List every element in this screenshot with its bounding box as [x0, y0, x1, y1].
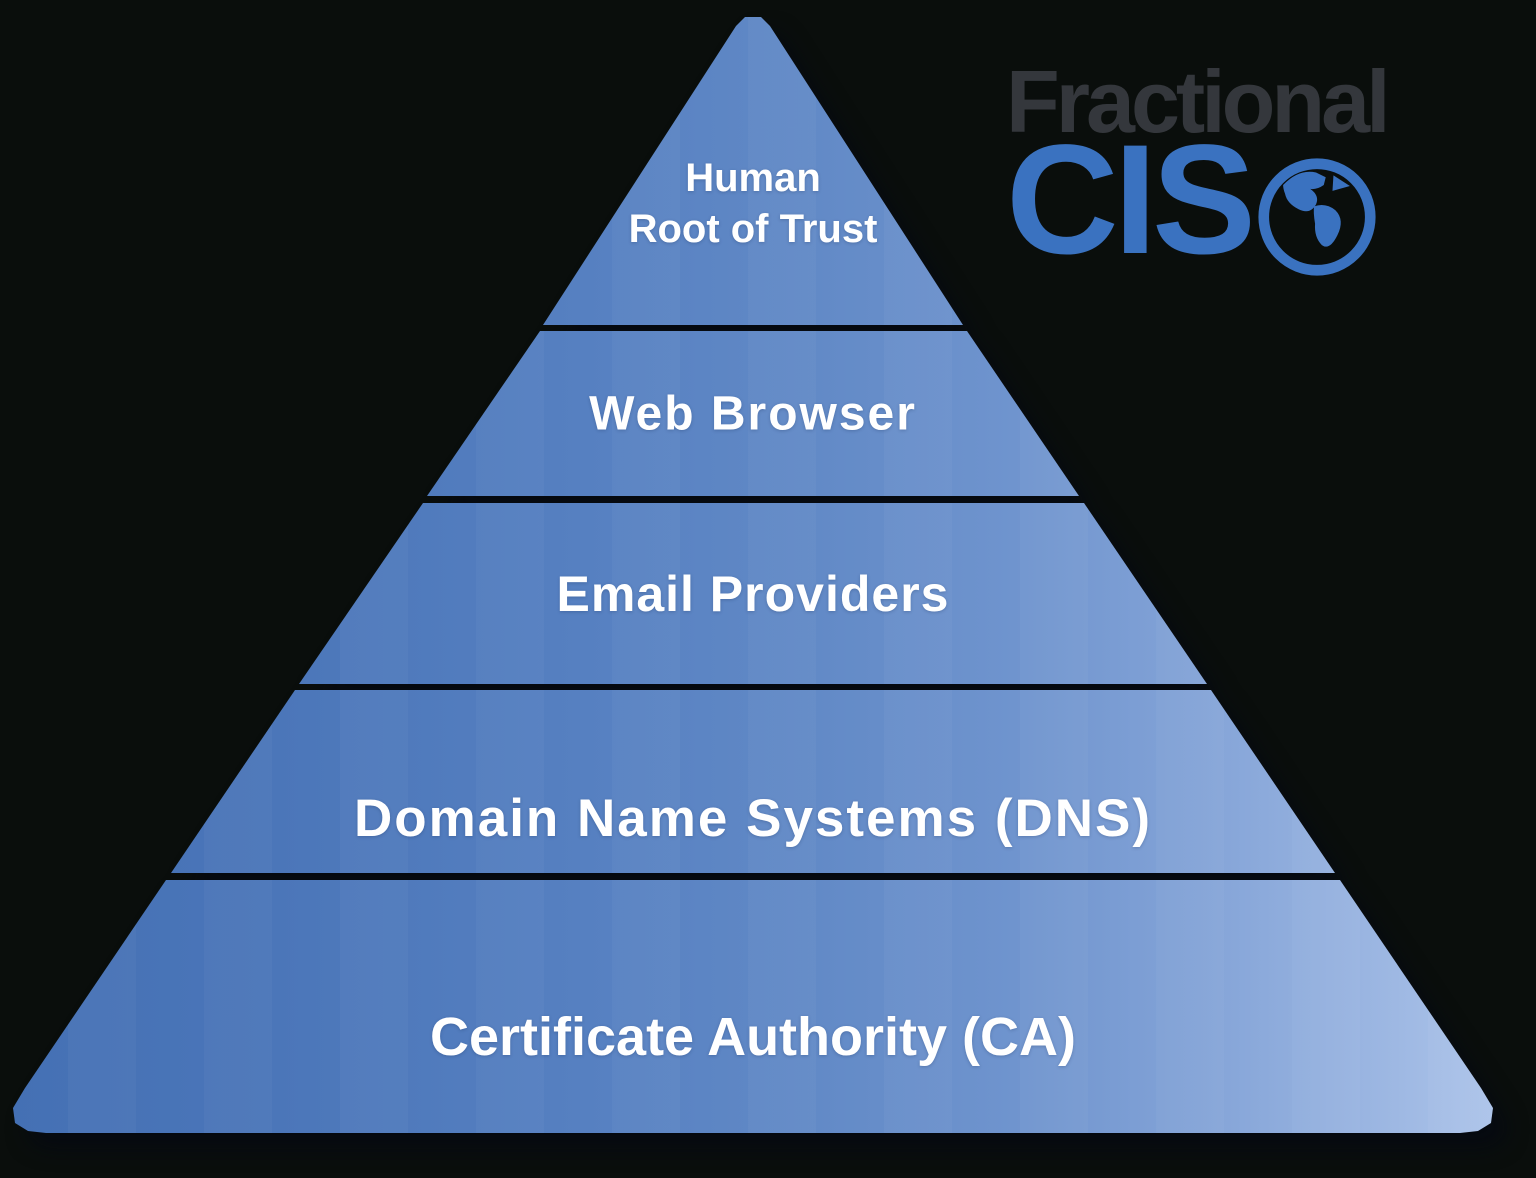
- logo-wordmark-cis: CIS: [1006, 113, 1256, 287]
- logo-wordmark-ciso: CIS: [1006, 122, 1387, 278]
- logo-wordmark-fractional: Fractional: [1006, 52, 1391, 151]
- level-label-email-providers: Email Providers: [556, 565, 950, 622]
- pyramid-level-web-browser: Web Browser: [427, 331, 1079, 496]
- fractional-ciso-logo: Fractional CIS: [1006, 52, 1391, 279]
- level-label-line-2: Root of Trust: [628, 207, 878, 251]
- pyramid-level-dns: Domain Name Systems (DNS): [171, 690, 1335, 873]
- pyramid-level-email-providers: Email Providers: [299, 503, 1207, 684]
- pyramid-level-certificate-authority: Certificate Authority (CA): [13, 880, 1493, 1133]
- level-label-human-root-of-trust: Human Root of Trust: [543, 153, 963, 255]
- globe-americas-icon: [1258, 158, 1376, 276]
- level-label-web-browser: Web Browser: [589, 387, 917, 440]
- level-label-line-1: Human: [685, 156, 821, 200]
- level-label-certificate-authority: Certificate Authority (CA): [429, 1006, 1077, 1067]
- level-label-dns: Domain Name Systems (DNS): [353, 788, 1153, 848]
